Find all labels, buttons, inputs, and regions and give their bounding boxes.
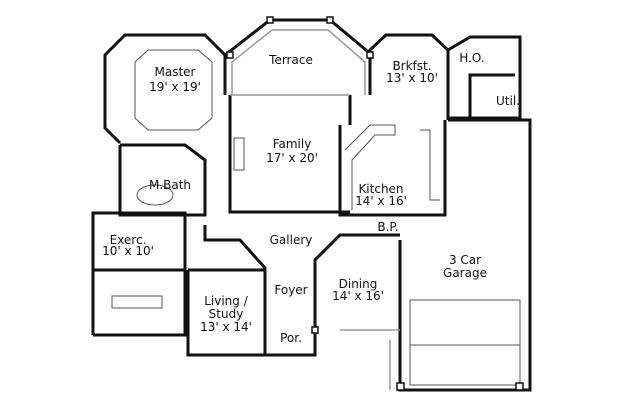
room-label-family: Family xyxy=(273,137,312,151)
columns xyxy=(226,16,524,391)
room-label-master: Master xyxy=(155,65,196,79)
room-label-porch: Por. xyxy=(280,331,302,345)
walls xyxy=(91,18,532,392)
room-label-brkfst: Brkfst. xyxy=(392,59,431,73)
room-label-util: Util. xyxy=(496,94,520,108)
room-label-living-2: Study xyxy=(209,307,244,321)
room-label-ho: H.O. xyxy=(459,51,484,65)
room-size-brkfst: 13' x 10' xyxy=(386,71,438,85)
room-label-garage: 3 Car xyxy=(449,253,481,267)
room-label-gallery: Gallery xyxy=(270,233,313,247)
room-label-mbath: M.Bath xyxy=(149,178,191,192)
room-size-living: 13' x 14' xyxy=(200,320,252,334)
room-size-kitchen: 14' x 16' xyxy=(355,194,407,208)
room-label-living: Living / xyxy=(204,294,248,308)
room-label-terrace: Terrace xyxy=(268,53,313,67)
room-size-dining: 14' x 16' xyxy=(332,289,384,303)
room-label-kitchen: Kitchen xyxy=(358,182,403,196)
room-size-master: 19' x 19' xyxy=(149,80,201,94)
room-size-family: 17' x 20' xyxy=(266,151,318,165)
room-label-garage-2: Garage xyxy=(443,266,487,280)
room-label-bp: B.P. xyxy=(377,220,398,234)
room-label-dining: Dining xyxy=(339,277,378,291)
room-label-exerc: Exerc. xyxy=(110,233,147,247)
room-label-foyer: Foyer xyxy=(274,283,307,297)
room-size-exerc: 10' x 10' xyxy=(102,244,154,258)
